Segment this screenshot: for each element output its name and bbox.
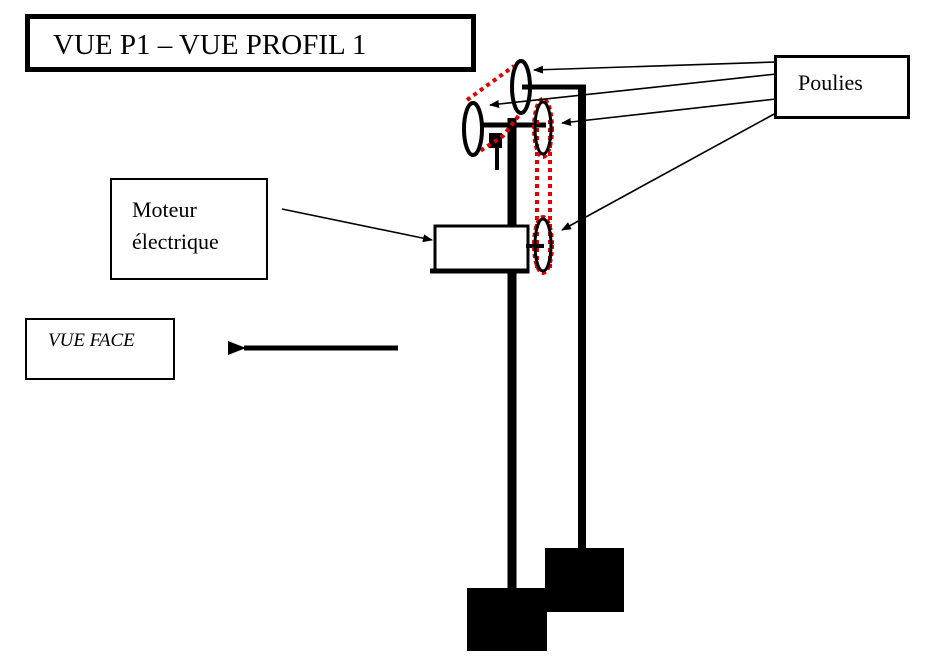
rear-pole-base bbox=[545, 548, 624, 612]
poulies-label-box: Poulies bbox=[774, 55, 910, 119]
belt-upper bbox=[465, 64, 516, 102]
vue-face-label-box: VUE FACE bbox=[25, 318, 175, 380]
pulley-motor bbox=[533, 217, 553, 273]
belt-left-lower bbox=[472, 112, 522, 157]
moteur-label-box: Moteur électrique bbox=[110, 178, 268, 280]
leader-poulie-motor bbox=[561, 112, 777, 231]
poulies-label: Poulies bbox=[798, 70, 863, 95]
leader-poulie-upper-right bbox=[561, 98, 777, 126]
title-box: VUE P1 – VUE PROFIL 1 bbox=[25, 14, 476, 72]
pulley-left bbox=[462, 101, 484, 157]
front-pole-base bbox=[467, 588, 547, 651]
page-title: VUE P1 – VUE PROFIL 1 bbox=[53, 29, 367, 61]
electric-motor bbox=[433, 224, 530, 274]
pulley-top bbox=[510, 59, 532, 115]
moteur-label: Moteur électrique bbox=[132, 197, 219, 254]
leader-poulie-top bbox=[533, 61, 777, 74]
leader-moteur bbox=[281, 208, 433, 243]
leader-poulie-left bbox=[489, 73, 777, 109]
vue-face-label: VUE FACE bbox=[48, 330, 135, 351]
pulley-upper-right bbox=[533, 100, 553, 156]
